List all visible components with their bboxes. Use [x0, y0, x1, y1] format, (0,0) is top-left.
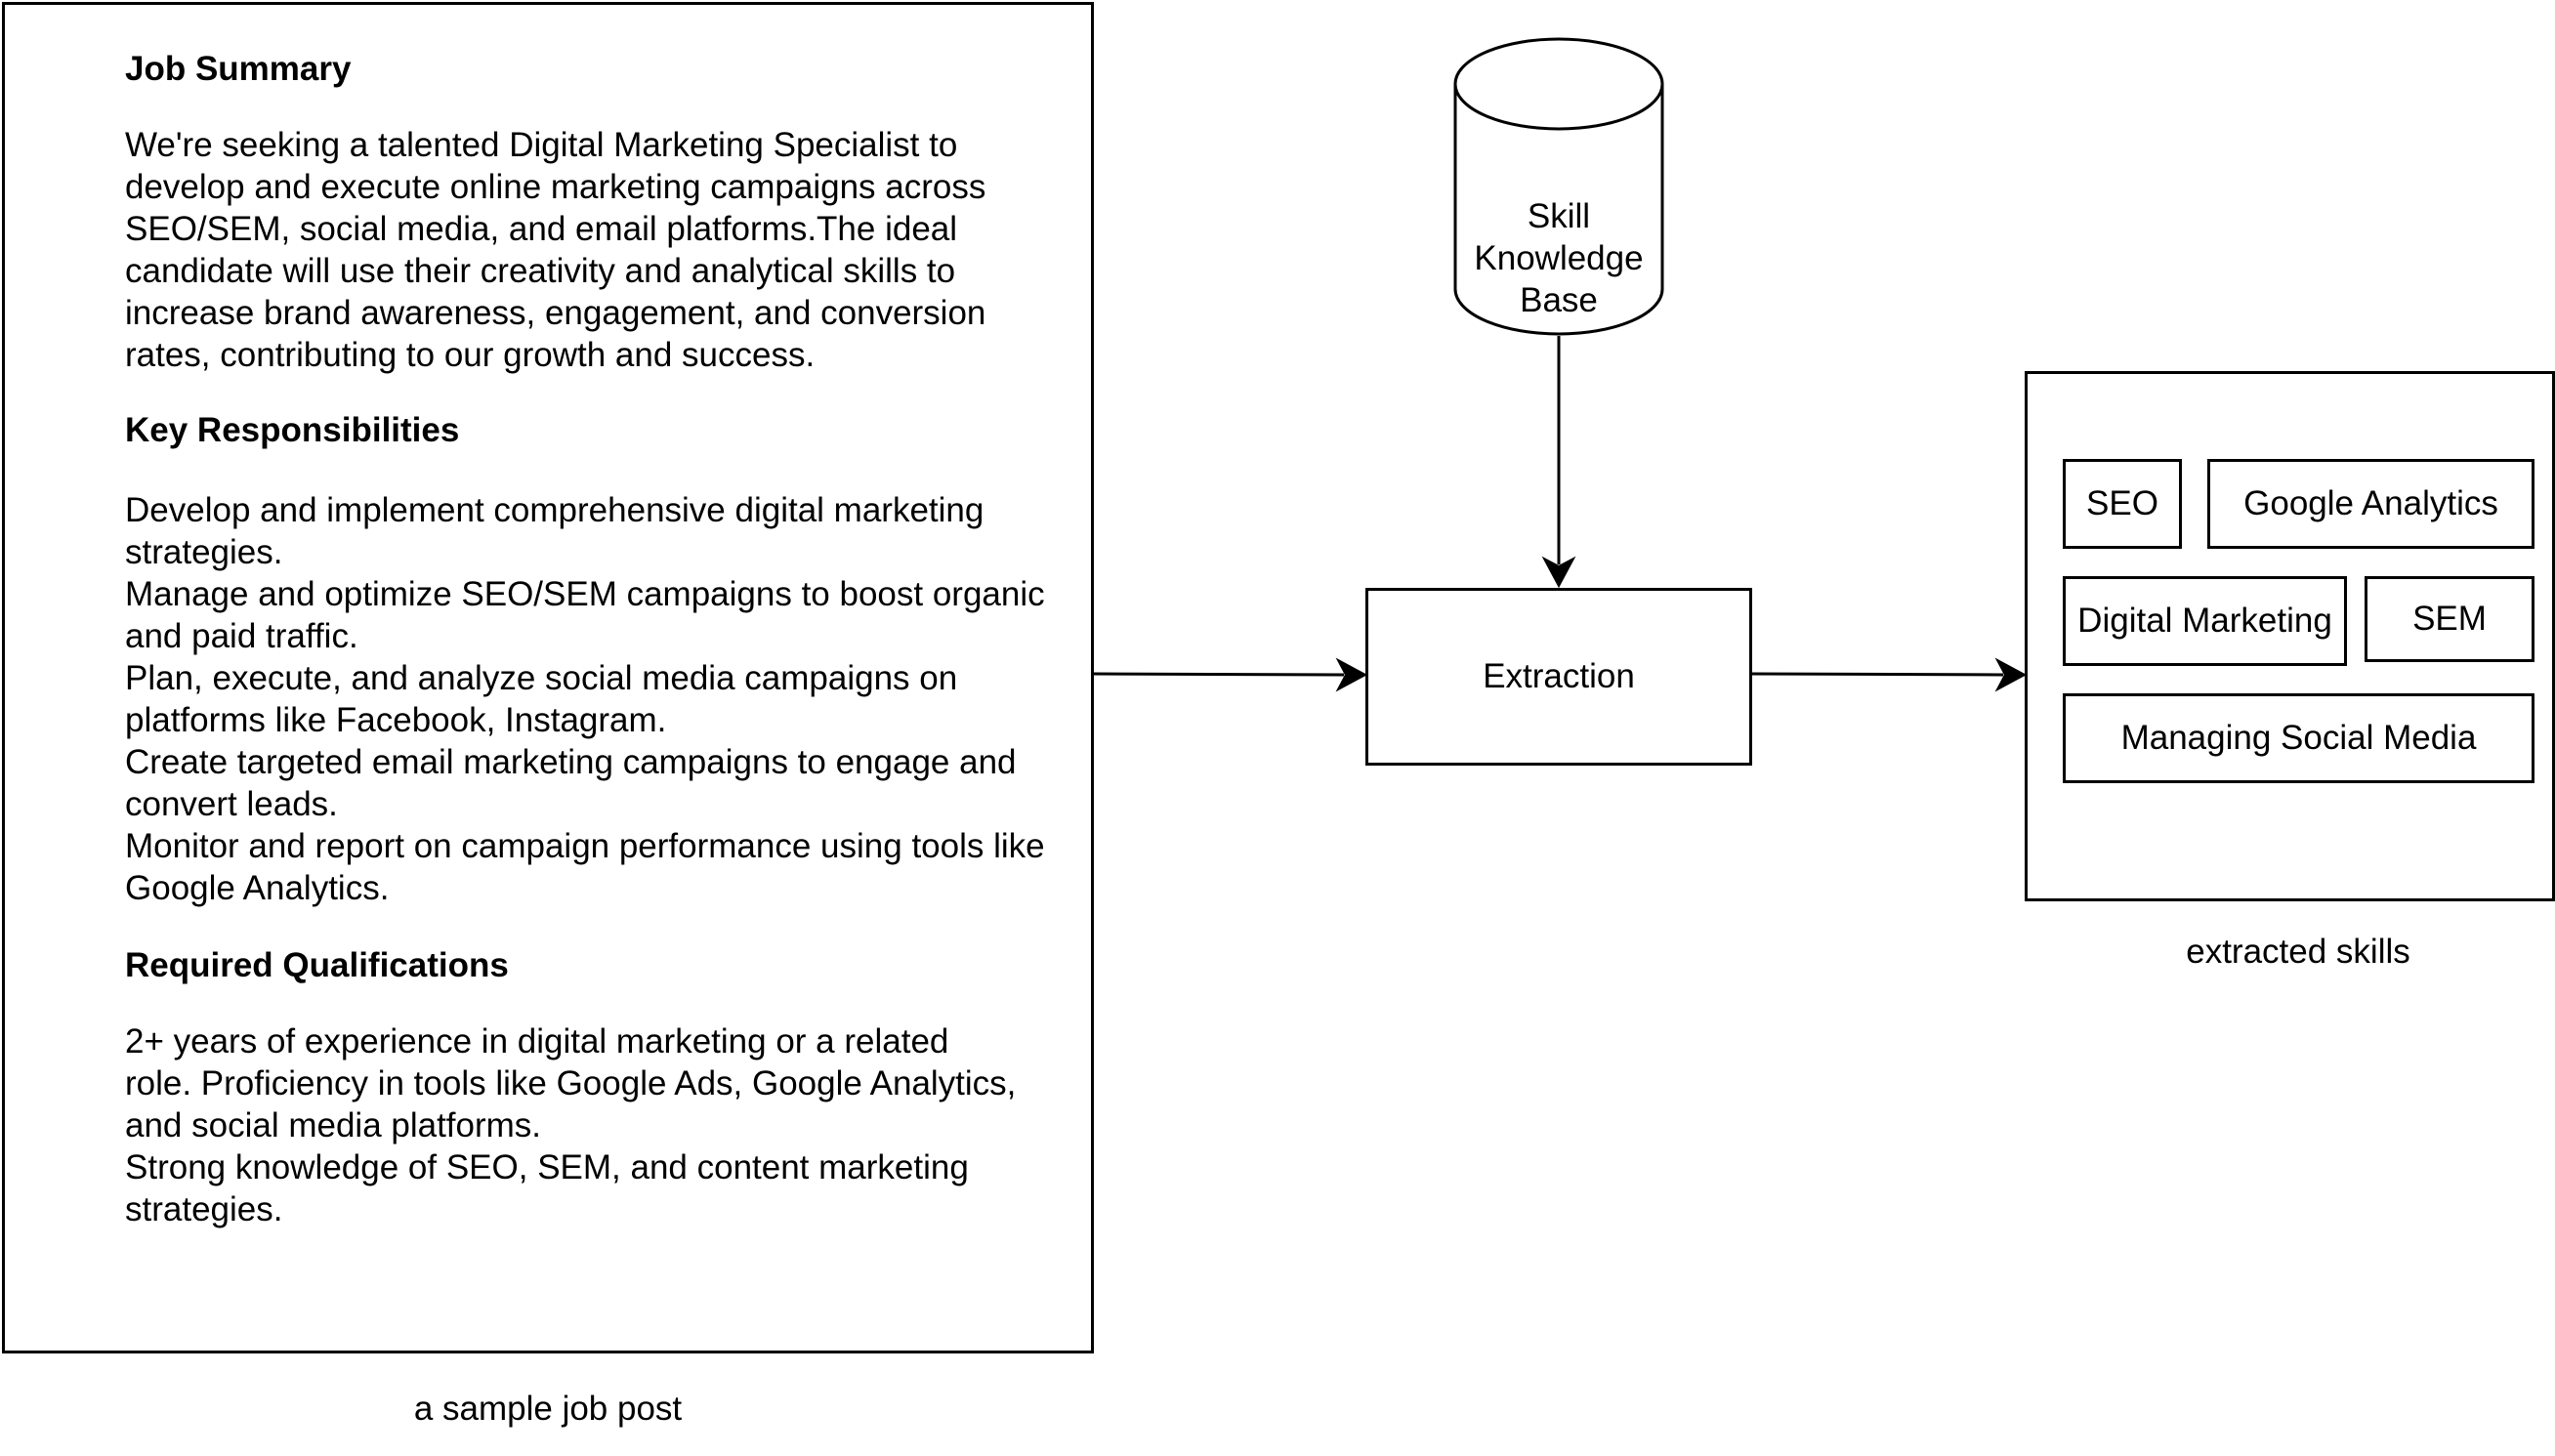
job-summary-line: rates, contributing to our growth and su… — [125, 336, 816, 374]
job-summary-line: develop and execute online marketing cam… — [125, 168, 986, 206]
knowledge-base-label-line: Base — [1520, 281, 1598, 319]
arrow-extraction-to-skills — [1751, 657, 2028, 692]
job-summary-heading: Job Summary — [125, 50, 352, 88]
job-summary-line: increase brand awareness, engagement, an… — [125, 294, 986, 332]
database-cylinder-icon — [1453, 37, 1664, 336]
knowledge-base-label-line: Knowledge — [1474, 239, 1644, 277]
skill-label: Managing Social Media — [2120, 719, 2477, 757]
extraction-label: Extraction — [1483, 657, 1635, 695]
qualification-line: 2+ years of experience in digital market… — [125, 1022, 949, 1061]
job-summary-body: We're seeking a talented Digital Marketi… — [125, 124, 1092, 376]
job-summary-line: SEO/SEM, social media, and email platfor… — [125, 210, 958, 248]
arrow-jobpost-to-extraction — [1093, 657, 1368, 692]
qualification-line: strategies. — [125, 1190, 283, 1228]
job-post-box: Job Summary We're seeking a talented Dig… — [2, 2, 1094, 1353]
responsibility-line: Plan, execute, and analyze social media … — [125, 659, 958, 697]
job-post-content: Job Summary We're seeking a talented Dig… — [125, 48, 1092, 1230]
required-qualifications-heading: Required Qualifications — [125, 946, 509, 984]
responsibility-line: Monitor and report on campaign performan… — [125, 827, 1045, 865]
skill-knowledge-base-database: Skill Knowledge Base — [1453, 37, 1664, 336]
extraction-box: Extraction — [1365, 588, 1752, 766]
key-responsibilities-heading: Key Responsibilities — [125, 411, 460, 449]
responsibility-line: platforms like Facebook, Instagram. — [125, 701, 667, 739]
responsibility-line: Develop and implement comprehensive digi… — [125, 491, 984, 529]
qualification-line: Strong knowledge of SEO, SEM, and conten… — [125, 1148, 969, 1186]
arrow-kb-to-extraction — [1541, 336, 1576, 589]
skill-label: SEM — [2412, 600, 2487, 638]
skill-managing-social-media: Managing Social Media — [2063, 693, 2534, 783]
knowledge-base-label-line: Skill — [1527, 197, 1591, 235]
job-summary-line: We're seeking a talented Digital Marketi… — [125, 126, 958, 164]
skill-sem: SEM — [2365, 576, 2534, 662]
extracted-skills-caption: extracted skills — [2186, 933, 2410, 971]
responsibility-line: Google Analytics. — [125, 869, 390, 907]
qualification-line: and social media platforms. — [125, 1106, 542, 1144]
skill-google-analytics: Google Analytics — [2207, 459, 2534, 549]
key-responsibilities-body: Develop and implement comprehensive digi… — [125, 489, 1092, 909]
skill-seo: SEO — [2063, 459, 2182, 549]
job-summary-line: candidate will use their creativity and … — [125, 252, 956, 290]
skill-label: SEO — [2086, 484, 2158, 522]
responsibility-line: convert leads. — [125, 785, 338, 823]
responsibility-line: Manage and optimize SEO/SEM campaigns to… — [125, 575, 1045, 613]
required-qualifications-body: 2+ years of experience in digital market… — [125, 1020, 1092, 1230]
qualification-line: role. Proficiency in tools like Google A… — [125, 1064, 1017, 1102]
responsibility-line: Create targeted email marketing campaign… — [125, 743, 1017, 781]
knowledge-base-label: Skill Knowledge Base — [1453, 195, 1664, 321]
responsibility-line: strategies. — [125, 533, 283, 571]
responsibility-line: and paid traffic. — [125, 617, 358, 655]
skill-label: Digital Marketing — [2077, 602, 2332, 640]
skill-digital-marketing: Digital Marketing — [2063, 576, 2347, 666]
skill-label: Google Analytics — [2243, 484, 2498, 522]
job-post-caption: a sample job post — [413, 1390, 683, 1428]
